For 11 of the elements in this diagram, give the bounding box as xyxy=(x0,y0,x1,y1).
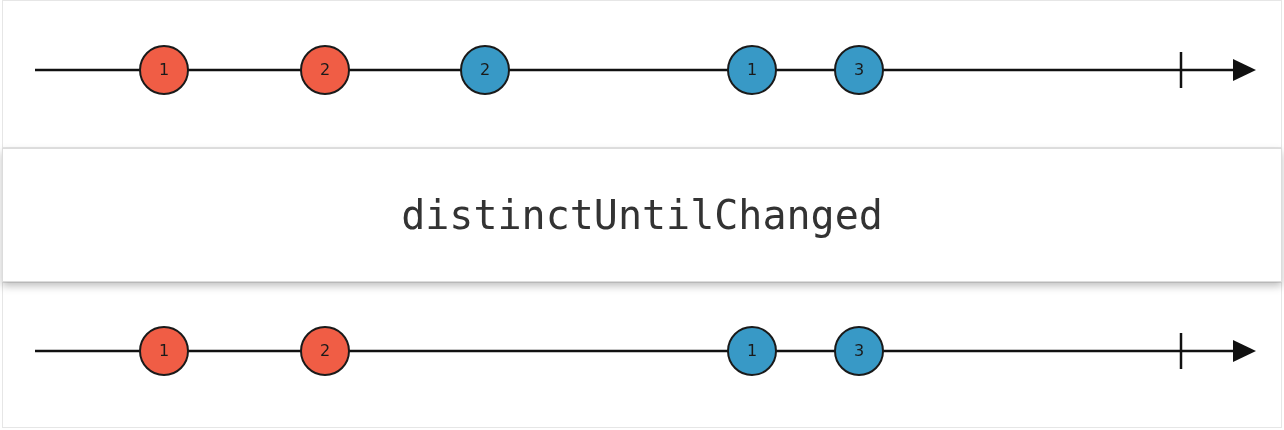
operator-box xyxy=(2,148,1282,282)
marble-value: 2 xyxy=(319,343,331,359)
marble-value: 1 xyxy=(158,343,170,359)
marble-value: 1 xyxy=(746,343,758,359)
marble-value: 2 xyxy=(319,62,331,78)
marble-value: 3 xyxy=(853,62,865,78)
marble-value: 2 xyxy=(479,62,491,78)
marble-value: 1 xyxy=(158,62,170,78)
marble-value: 1 xyxy=(746,62,758,78)
operator-name: distinctUntilChanged xyxy=(401,192,883,238)
marble-value: 3 xyxy=(853,343,865,359)
